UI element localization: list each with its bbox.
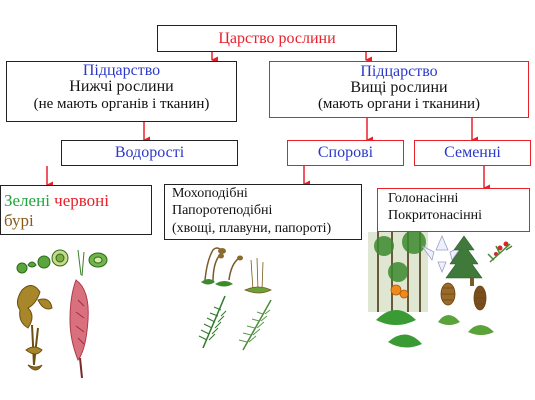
red-algae-label: червоні <box>54 191 109 210</box>
lower-plants-note: (не мають органів і тканин) <box>33 96 210 112</box>
higher-subkingdom-label: Підцарство <box>360 63 438 80</box>
algae-illustration <box>16 249 108 379</box>
green-algae-label: Зелені <box>4 191 50 210</box>
seed-type-angiosperms: Покритонасінні <box>388 208 483 223</box>
brown-algae-label: бурі <box>4 211 34 230</box>
higher-plants-note: (мають органи і тканини) <box>317 96 481 112</box>
algae-types-line1: Зелені червоні <box>4 192 109 209</box>
higher-plants-box <box>269 61 529 118</box>
kingdom-label: Царство рослини <box>218 30 336 47</box>
ferns-mosses-illustration <box>198 247 272 351</box>
spore-type-examples: (хвощі, плавуни, папороті) <box>172 221 332 236</box>
algae-label: Водорості <box>114 144 185 161</box>
higher-plants-title: Вищі рослини <box>350 79 448 96</box>
lower-plants-box <box>6 61 237 122</box>
seed-types-box <box>377 188 530 232</box>
lower-plants-title: Нижчі рослини <box>69 78 174 95</box>
spore-type-mosses: Мохоподібні <box>172 186 248 201</box>
conifers-flowering-illustration <box>368 232 513 348</box>
seed-plants-label: Семенні <box>444 144 501 161</box>
algae-types-box <box>0 185 152 235</box>
lower-subkingdom-label: Підцарство <box>82 62 161 79</box>
kingdom-box <box>157 25 397 52</box>
spore-type-ferns: Папоротеподібні <box>172 203 273 218</box>
algae-box <box>61 140 238 166</box>
spore-plants-box <box>287 140 404 166</box>
seed-plants-box <box>414 140 531 166</box>
seed-type-gymnosperms: Голонасінні <box>388 191 459 206</box>
spore-types-box <box>164 184 362 240</box>
spore-plants-label: Спорові <box>317 144 374 161</box>
